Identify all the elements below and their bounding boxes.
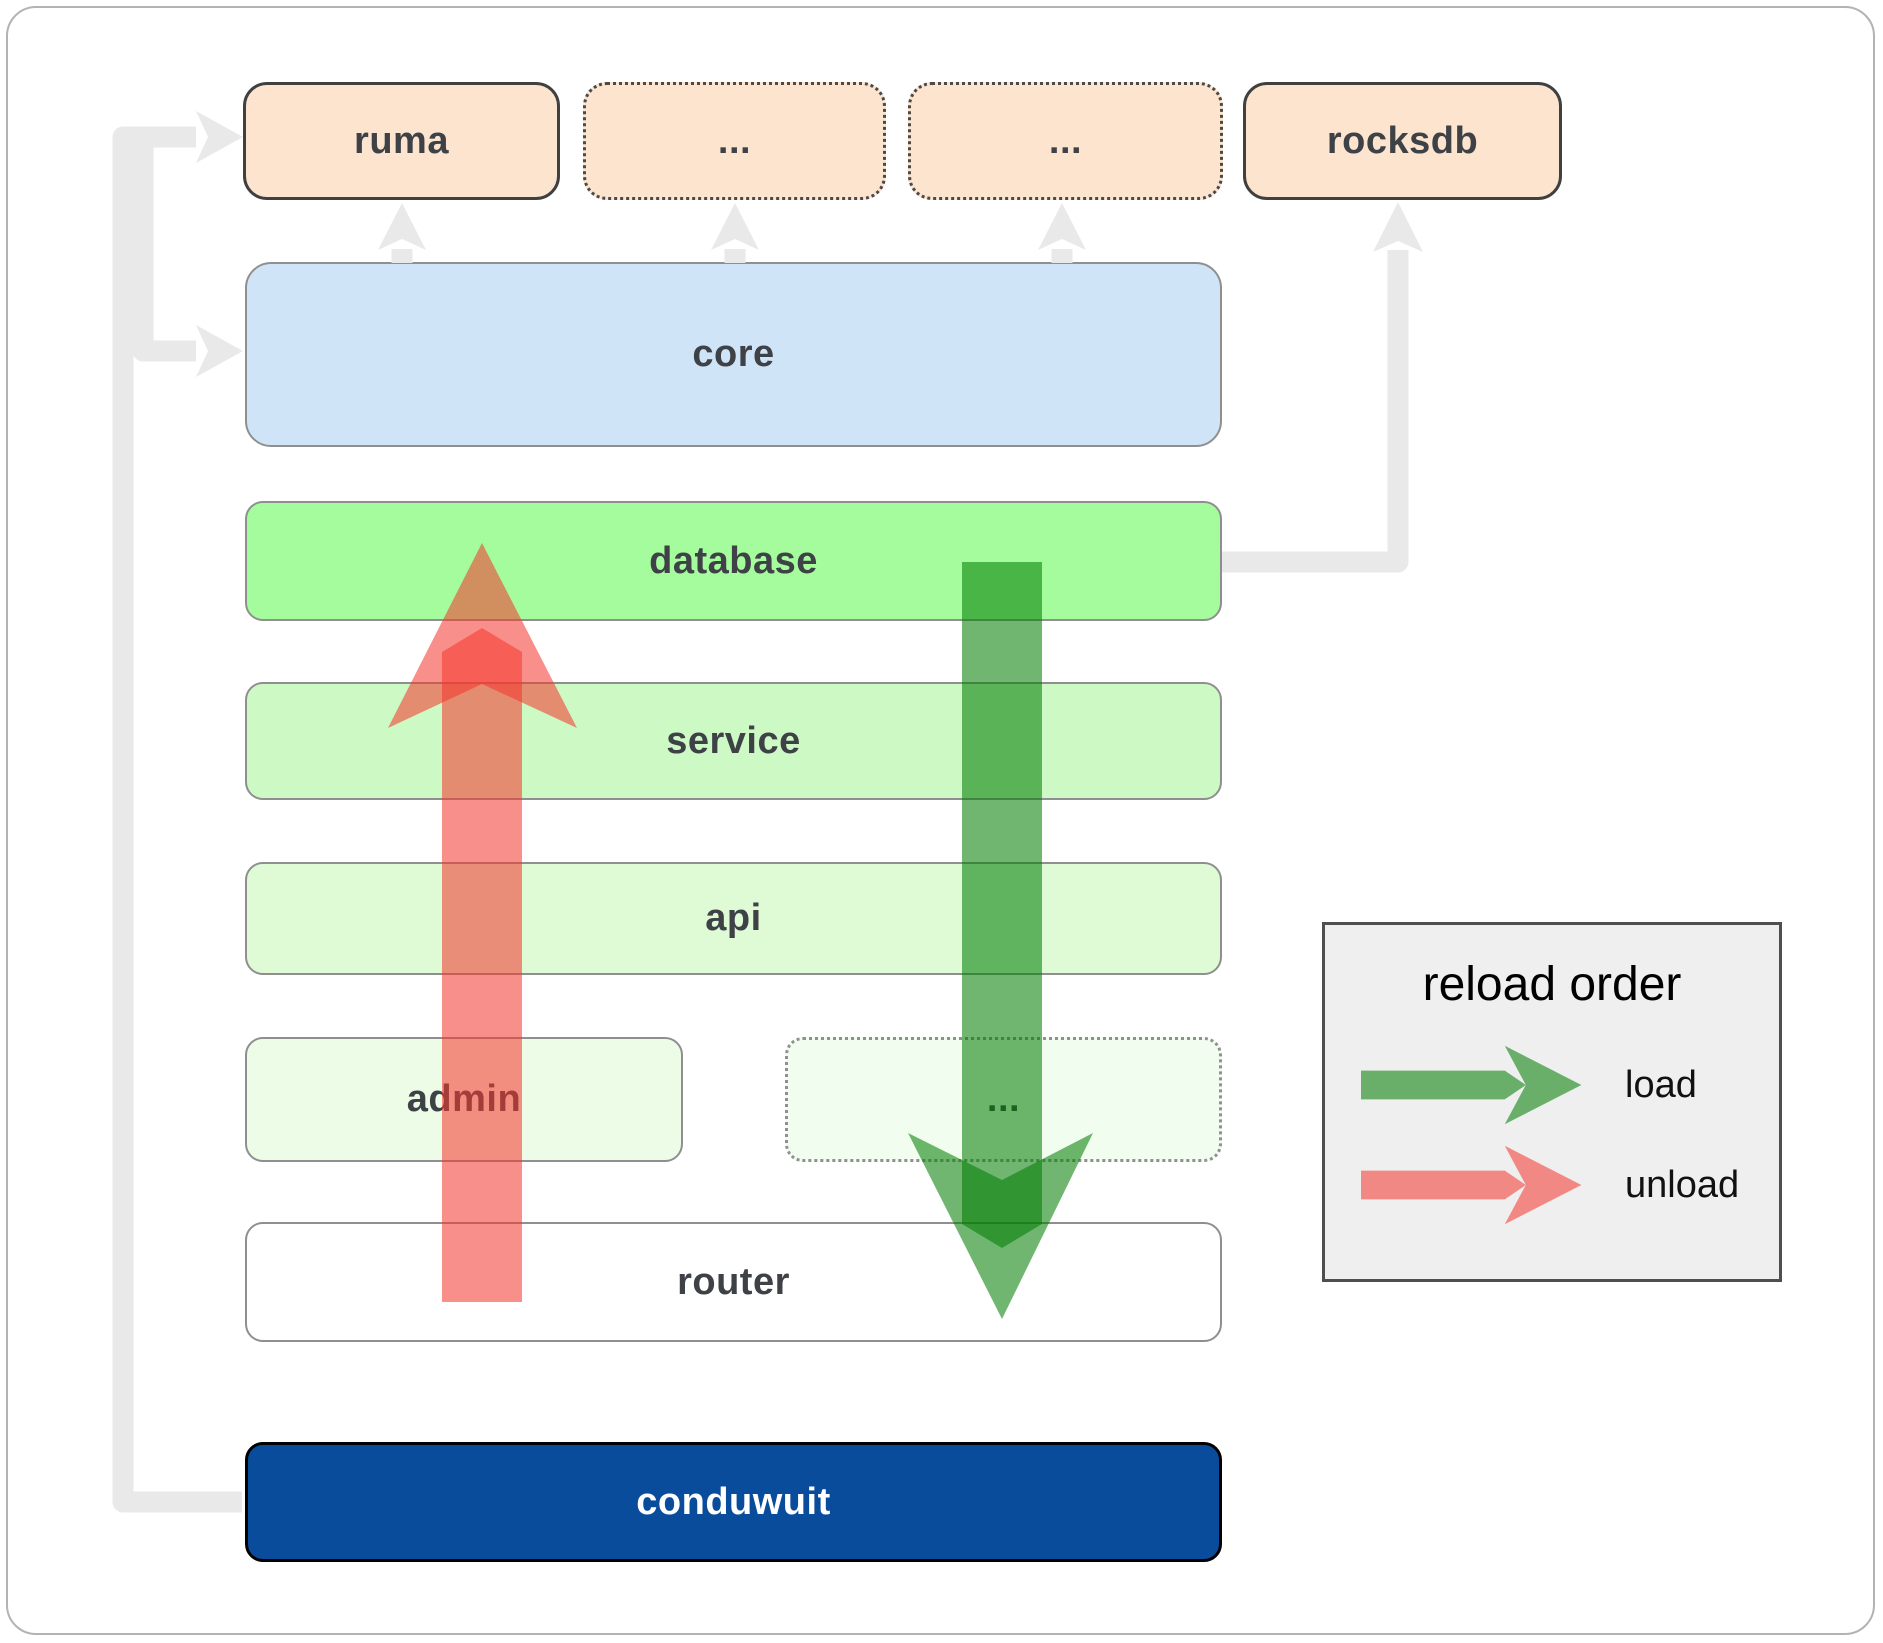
legend-reload-order: reload order load unload: [1322, 922, 1782, 1282]
node-ellipsis-admin-row: ...: [785, 1037, 1222, 1162]
legend-unload-label: unload: [1625, 1163, 1740, 1206]
node-router-label: router: [677, 1260, 790, 1303]
node-core: core: [245, 262, 1222, 447]
load-arrow-shaft: [1361, 1070, 1526, 1100]
node-conduwuit: conduwuit: [245, 1442, 1222, 1562]
legend-load-label: load: [1625, 1063, 1697, 1106]
unload-arrow-head: [1504, 1145, 1582, 1225]
unload-arrow-icon: [1361, 1145, 1582, 1225]
node-ellipsis-admin-row-label: ...: [986, 1078, 1021, 1120]
node-ellipsis-top-2: ...: [908, 82, 1223, 200]
unload-arrow-shaft: [1361, 1170, 1526, 1200]
load-arrow-head: [1504, 1045, 1582, 1125]
node-service: service: [245, 682, 1222, 800]
node-core-label: core: [692, 333, 775, 375]
legend-title: reload order: [1422, 958, 1682, 1011]
node-rocksdb: rocksdb: [1243, 82, 1562, 200]
node-router: router: [245, 1222, 1222, 1342]
node-service-label: service: [666, 719, 801, 762]
node-api-label: api: [705, 897, 762, 939]
node-conduwuit-label: conduwuit: [636, 1480, 831, 1523]
node-ellipsis-top-2-label: ...: [1048, 119, 1083, 162]
node-api: api: [245, 862, 1222, 975]
node-ruma: ruma: [243, 82, 560, 200]
node-admin: admin: [245, 1037, 683, 1162]
node-database: database: [245, 501, 1222, 621]
load-arrow-icon: [1361, 1045, 1582, 1125]
node-ellipsis-top-1: ...: [583, 82, 886, 200]
node-rocksdb-label: rocksdb: [1326, 119, 1479, 162]
node-admin-label: admin: [406, 1078, 522, 1120]
diagram-outer-frame: [6, 6, 1875, 1635]
node-ruma-label: ruma: [354, 119, 449, 162]
node-ellipsis-top-1-label: ...: [717, 119, 752, 162]
node-database-label: database: [649, 539, 818, 582]
